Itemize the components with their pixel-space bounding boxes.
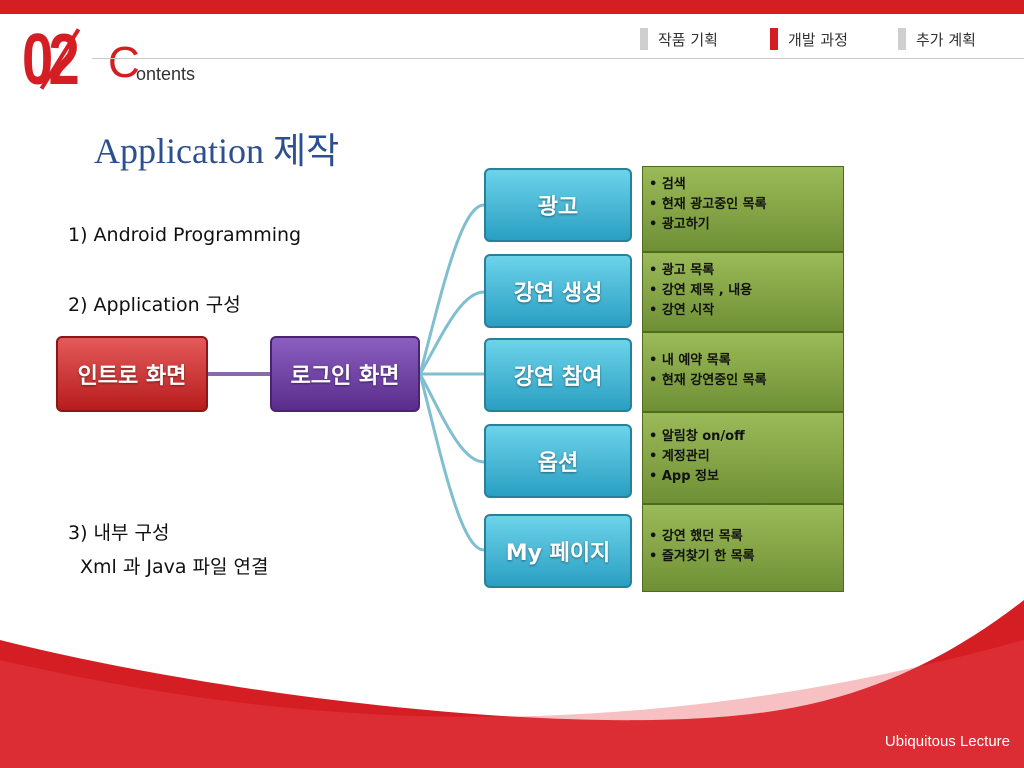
branch-box-options: 옵션 <box>484 424 632 498</box>
login-screen-box: 로그인 화면 <box>270 336 420 412</box>
item-internal-structure: 3) 내부 구성 <box>68 522 170 544</box>
nav-item-planning[interactable]: 작품 기획 <box>640 28 718 50</box>
nav-marker-active <box>770 28 778 50</box>
detail-item: 광고 목록 <box>649 261 837 281</box>
detail-item: 즐겨찾기 한 목록 <box>649 547 837 567</box>
section-title-rest: ontents <box>136 64 196 84</box>
section-title-initial: C <box>108 38 140 87</box>
section-number: 02 <box>22 20 80 100</box>
detail-item: 검색 <box>649 175 837 195</box>
detail-panel-join-lecture: 내 예약 목록 현재 강연중인 목록 <box>642 332 844 412</box>
footer-wave-light <box>0 640 1024 768</box>
nav-item-development[interactable]: 개발 과정 <box>770 28 848 50</box>
detail-item: 계정관리 <box>649 447 837 467</box>
item-application-structure: 2) Application 구성 <box>68 294 241 316</box>
branch-box-join-lecture: 강연 참여 <box>484 338 632 412</box>
nav-item-future-plan[interactable]: 추가 계획 <box>898 28 976 50</box>
nav-marker <box>640 28 648 50</box>
detail-item: 현재 강연중인 목록 <box>649 371 837 391</box>
detail-item: 강연 시작 <box>649 301 837 321</box>
top-accent-bar <box>0 0 1024 14</box>
footer-wave <box>0 600 1024 768</box>
detail-item: 현재 광고중인 목록 <box>649 195 837 215</box>
detail-panel-ad: 검색 현재 광고중인 목록 광고하기 <box>642 166 844 252</box>
branch-box-create-lecture: 강연 생성 <box>484 254 632 328</box>
nav-label: 작품 기획 <box>658 30 718 49</box>
item-internal-structure-detail: Xml 과 Java 파일 연결 <box>80 556 269 578</box>
detail-panel-create-lecture: 광고 목록 강연 제목 , 내용 강연 시작 <box>642 252 844 332</box>
nav-label: 추가 계획 <box>916 30 976 49</box>
detail-item: App 정보 <box>649 467 837 487</box>
connector-branch-2 <box>418 290 485 375</box>
item-android-programming: 1) Android Programming <box>68 224 302 246</box>
footer-brand: Ubiquitous Lecture <box>884 733 1010 750</box>
detail-item: 강연 했던 목록 <box>649 527 837 547</box>
header-divider <box>92 58 1024 59</box>
detail-item: 광고하기 <box>649 215 837 235</box>
connector-branch-4 <box>418 373 485 464</box>
connector-branch-5 <box>418 373 485 552</box>
detail-item: 강연 제목 , 내용 <box>649 281 837 301</box>
detail-item: 알림창 on/off <box>649 427 837 447</box>
intro-screen-box: 인트로 화면 <box>56 336 208 412</box>
detail-panel-my-page: 강연 했던 목록 즐겨찾기 한 목록 <box>642 504 844 592</box>
nav-label: 개발 과정 <box>788 30 848 49</box>
detail-panel-options: 알림창 on/off 계정관리 App 정보 <box>642 412 844 504</box>
branch-box-my-page: My 페이지 <box>484 514 632 588</box>
detail-item: 내 예약 목록 <box>649 351 837 371</box>
nav-marker <box>898 28 906 50</box>
connector-branch-1 <box>418 203 485 375</box>
branch-box-ad: 광고 <box>484 168 632 242</box>
slide-title: Application 제작 <box>94 131 340 171</box>
